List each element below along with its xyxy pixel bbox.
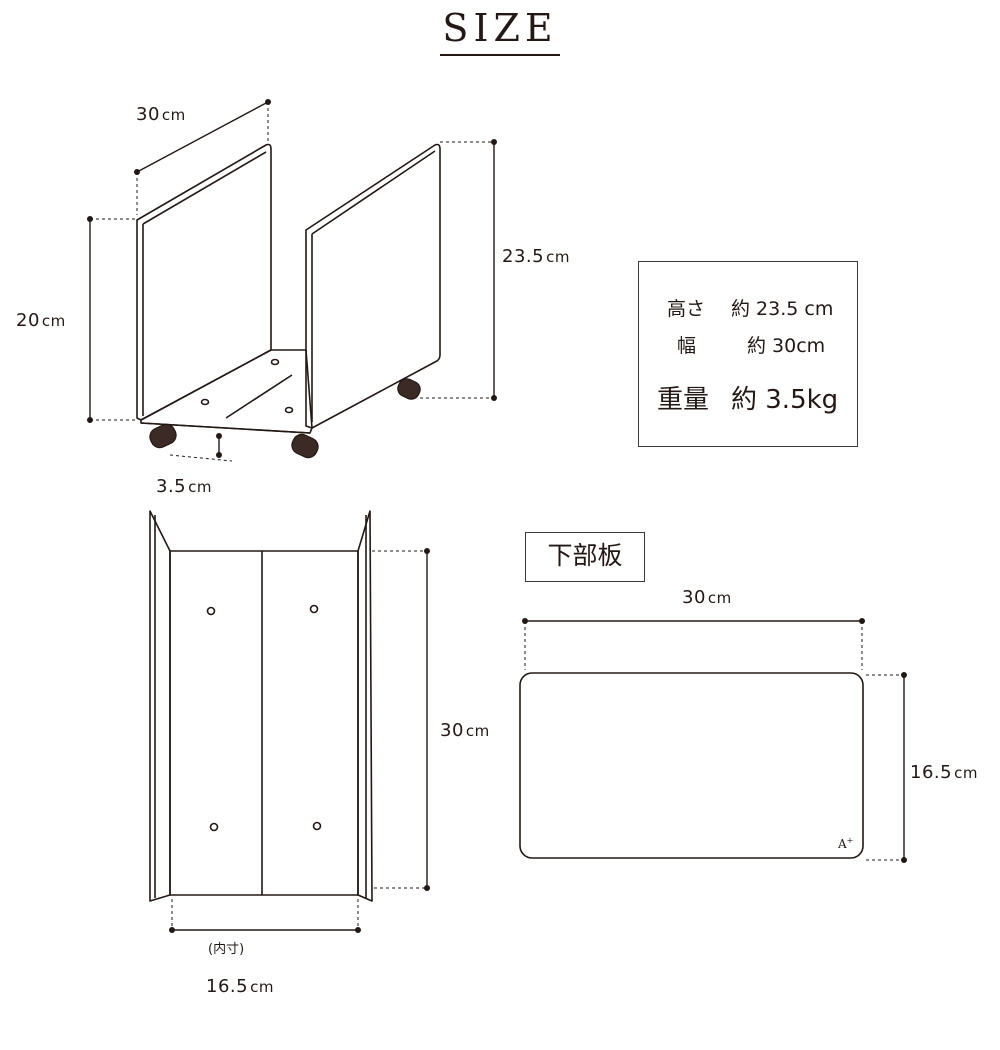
caster-back-right xyxy=(397,378,421,400)
top-view-screw-hole xyxy=(309,604,319,614)
top-view xyxy=(149,510,373,902)
top-view-screw-hole xyxy=(209,822,219,832)
bottom-board xyxy=(519,672,864,859)
spec-weight-value: 約 3.5kg xyxy=(731,385,839,415)
top-view-screw-hole xyxy=(312,821,322,831)
dim-unit: cm xyxy=(546,248,570,266)
spec-height-label: 高さ xyxy=(667,298,706,320)
dim-unit: cm xyxy=(188,478,212,496)
dim-value: 16.5 xyxy=(910,762,953,783)
dim-unit: cm xyxy=(250,978,274,996)
iso-base-plate xyxy=(140,349,313,434)
dim-inner-note: (内寸) xyxy=(208,942,245,957)
iso-right-panel xyxy=(305,143,441,429)
board-mark: A+ xyxy=(838,836,853,851)
spec-width-label: 幅 xyxy=(677,335,697,357)
iso-casters xyxy=(149,378,421,459)
spec-weight-label: 重量 xyxy=(657,385,710,415)
dim-unit: cm xyxy=(954,764,978,782)
dim-unit: cm xyxy=(465,722,490,740)
dim-value: 16.5 xyxy=(206,976,249,997)
dim-value: 3.5 xyxy=(156,476,187,497)
dim-value: 23.5 xyxy=(502,246,545,267)
board-mark-letter: A xyxy=(838,837,847,851)
iso-left-panel xyxy=(136,143,272,421)
bottom-board-label: 下部板 xyxy=(525,532,645,582)
spec-box: 高さ 約 23.5 cm 幅 約 30cm 重量 約 3.5kg xyxy=(638,261,858,447)
iso-screw-hole xyxy=(200,398,210,406)
caster-front-left xyxy=(149,423,177,449)
caster-front-right xyxy=(291,433,319,459)
spec-height-value: 約 23.5 cm xyxy=(731,298,834,320)
spec-width-value: 約 30cm xyxy=(747,335,826,357)
iso-screw-hole xyxy=(284,406,294,414)
iso-screw-hole xyxy=(270,358,280,366)
dim-value: 30 xyxy=(440,720,464,741)
board-mark-sup: + xyxy=(846,836,854,845)
dim-value: 20 xyxy=(16,310,40,331)
dim-unit: cm xyxy=(41,312,66,330)
top-view-left-wall xyxy=(149,510,171,902)
iso-view xyxy=(136,143,441,434)
dim-unit: cm xyxy=(161,106,186,124)
page-title-text: SIZE xyxy=(440,6,560,56)
dim-unit: cm xyxy=(707,589,732,607)
dim-value: 30 xyxy=(682,587,706,608)
page-title: SIZE xyxy=(0,6,1000,56)
top-view-right-wall xyxy=(357,510,373,902)
top-view-screw-hole xyxy=(206,606,216,616)
dim-value: 30 xyxy=(136,104,160,125)
top-view-base xyxy=(169,550,359,896)
